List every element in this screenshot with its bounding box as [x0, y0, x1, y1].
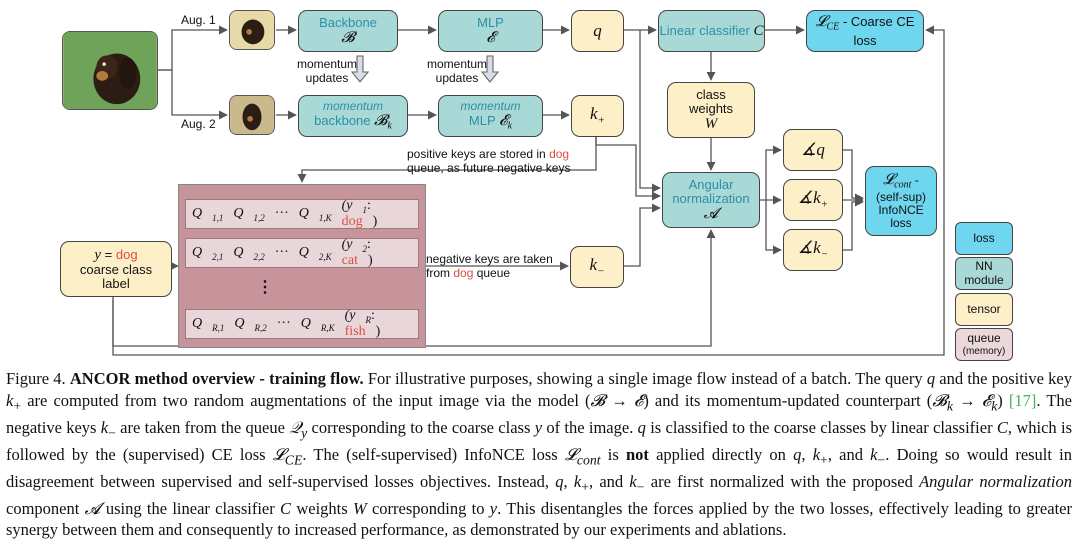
negative-keys-text: negative keys are taken from dog queue	[426, 252, 553, 280]
arrow-angular-aq	[765, 145, 782, 200]
angle-kplus-tensor: ∡k+	[783, 179, 843, 221]
aug2-label: Aug. 2	[181, 117, 216, 131]
momentum-arrow-backbone	[350, 55, 370, 83]
aug2-image	[229, 95, 275, 135]
angular-normalization-symbol: 𝓐	[703, 205, 719, 222]
architecture-diagram: Aug. 1 Aug. 2 Backbone 𝓑 MLP 𝓔 q Linear …	[60, 10, 1013, 361]
q-tensor: q	[571, 10, 624, 52]
diagram-arrows	[112, 25, 945, 356]
figure-caption: Figure 4. ANCOR method overview - traini…	[6, 369, 1073, 540]
legend-tensor: tensor	[955, 293, 1013, 326]
momentum-arrow-mlp	[480, 55, 500, 83]
mlp-label: MLP	[477, 14, 504, 30]
backbone-symbol: 𝓑	[341, 29, 355, 46]
mlp-module: MLP 𝓔	[438, 10, 543, 52]
aug1-label: Aug. 1	[181, 13, 216, 27]
mlp-symbol: 𝓔	[486, 29, 495, 46]
kplus-tensor: k+	[571, 95, 624, 137]
legend-nn-module: NN module	[955, 257, 1013, 290]
input-image	[62, 31, 158, 110]
angle-kminus-tensor: ∡k−	[783, 229, 843, 271]
momentum-updates-label-2: momentum updates	[426, 57, 488, 85]
backbone-module: Backbone 𝓑	[298, 10, 398, 52]
arrow-kplus-queue	[297, 137, 597, 183]
linear-classifier-symbol: C	[753, 22, 764, 39]
kminus-tensor: k−	[570, 246, 624, 288]
class-weights-tensor: class weights W	[667, 82, 755, 138]
aug1-image	[229, 10, 275, 50]
momentum-backbone-label2: backbone 𝓑k	[314, 112, 392, 132]
arrow-kminus-angular	[624, 203, 661, 267]
coarse-class-label-tensor: y = dog coarse class label	[60, 241, 172, 297]
legend-queue: queue (memory)	[955, 328, 1013, 361]
arrow-aq-cont	[843, 149, 864, 203]
class-weights-symbol: W	[704, 115, 718, 132]
positive-keys-text: positive keys are stored in dog queue, a…	[407, 147, 571, 175]
angle-q-tensor: ∡q	[783, 129, 843, 171]
momentum-mlp-module: momentum MLP 𝓔k	[438, 95, 543, 137]
angular-normalization-label: Angular normalization	[672, 176, 750, 206]
queue-ellipsis: ⋮	[257, 279, 273, 296]
citation-link[interactable]: [17]	[1008, 390, 1037, 410]
momentum-updates-label-1: momentum updates	[296, 57, 358, 85]
momentum-backbone-module: momentum backbone 𝓑k	[298, 95, 408, 137]
backbone-label: Backbone	[319, 14, 377, 30]
kminus-symbol: k−	[589, 254, 605, 278]
kplus-symbol: k+	[590, 103, 605, 127]
arrow-image-aug1	[158, 25, 228, 71]
arrow-kplus-angular	[595, 137, 661, 201]
class-weights-label: class weights	[688, 86, 734, 116]
ce-loss-label: 𝓛CE - Coarse CE loss	[815, 14, 915, 48]
momentum-mlp-label2: MLP 𝓔k	[468, 112, 513, 132]
arrow-angular-akm	[765, 200, 782, 255]
coarse-class-label-text: coarse class label	[79, 262, 153, 292]
linear-classifier-module: Linear classifier C	[658, 10, 765, 52]
momentum-backbone-label1: momentum	[322, 98, 384, 113]
arrow-akm-cont	[843, 197, 864, 251]
linear-classifier-label: Linear classifier C	[659, 22, 764, 39]
coarse-class-label-y: y = dog	[94, 246, 138, 263]
momentum-mlp-label1: momentum	[460, 98, 521, 113]
infonce-loss-label: (self-sup) InfoNCE loss	[875, 190, 926, 231]
legend-loss: loss	[955, 222, 1013, 255]
ce-loss: 𝓛CE - Coarse CE loss	[806, 10, 924, 52]
q-symbol: q	[593, 20, 602, 40]
infonce-loss-symbol: 𝓛cont -	[883, 171, 919, 191]
infonce-loss: 𝓛cont - (self-sup) InfoNCE loss	[865, 166, 937, 236]
arrow-image-aug2	[158, 69, 228, 120]
arrow-q-angular	[639, 30, 661, 193]
angular-normalization-module: Angular normalization 𝓐	[662, 172, 760, 228]
